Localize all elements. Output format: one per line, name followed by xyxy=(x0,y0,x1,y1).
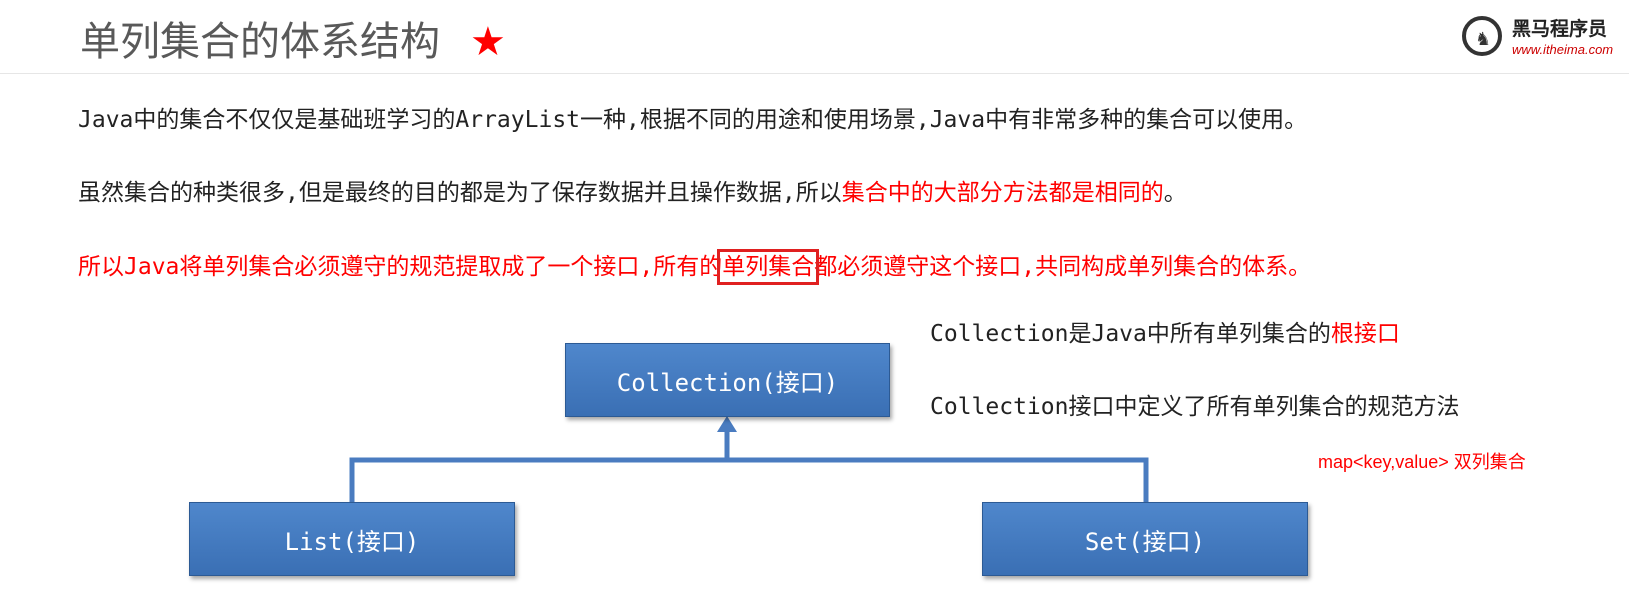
paragraph-interface-rest: 都必须遵守这个接口,共同构成单列集合的体系。 xyxy=(814,254,1312,280)
connector-arrowhead xyxy=(717,416,737,432)
note-root-interface: Collection是Java中所有单列集合的根接口 xyxy=(930,318,1400,350)
paragraph-purpose-highlight: 集合中的大部分方法都是相同的 xyxy=(841,180,1164,206)
note-spec-methods: Collection接口中定义了所有单列集合的规范方法 xyxy=(930,394,1460,420)
note-root-highlight: 根接口 xyxy=(1330,321,1400,347)
paragraph-purpose: 虽然集合的种类很多,但是最终的目的都是为了保存数据并且操作数据,所以集合中的大部… xyxy=(78,177,1187,209)
paragraph-purpose-text: 虽然集合的种类很多,但是最终的目的都是为了保存数据并且操作数据,所以 xyxy=(78,180,842,206)
paragraph-intro: Java中的集合不仅仅是基础班学习的ArrayList一种,根据不同的用途和使用… xyxy=(78,107,1308,133)
horse-logo-icon: ♞ xyxy=(1462,16,1502,56)
set-interface-box: Set(接口) xyxy=(982,502,1308,576)
header-divider xyxy=(0,73,1629,74)
paragraph-interface-boxed: 单列集合 xyxy=(717,249,820,285)
paragraph-interface: 所以Java将单列集合必须遵守的规范提取成了一个接口,所有的单列集合都必须遵守这… xyxy=(78,249,1312,285)
paragraph-interface-text: 所以Java将单列集合必须遵守的规范提取成了一个接口,所有的 xyxy=(78,254,723,280)
note-map: map<key,value> 双列集合 xyxy=(1318,452,1526,472)
paragraph-purpose-end: 。 xyxy=(1163,180,1187,206)
collection-interface-box: Collection(接口) xyxy=(565,343,890,417)
star-icon: ★ xyxy=(470,19,506,65)
list-interface-box: List(接口) xyxy=(189,502,515,576)
page-title: 单列集合的体系结构 xyxy=(80,19,440,65)
brand-logo: ♞ 黑马程序员 www.itheima.com xyxy=(1462,12,1629,64)
logo-name: 黑马程序员 xyxy=(1512,18,1608,40)
logo-url: www.itheima.com xyxy=(1512,42,1614,57)
connector-branches xyxy=(349,457,1149,502)
note-root-text: Collection是Java中所有单列集合的 xyxy=(930,321,1331,347)
